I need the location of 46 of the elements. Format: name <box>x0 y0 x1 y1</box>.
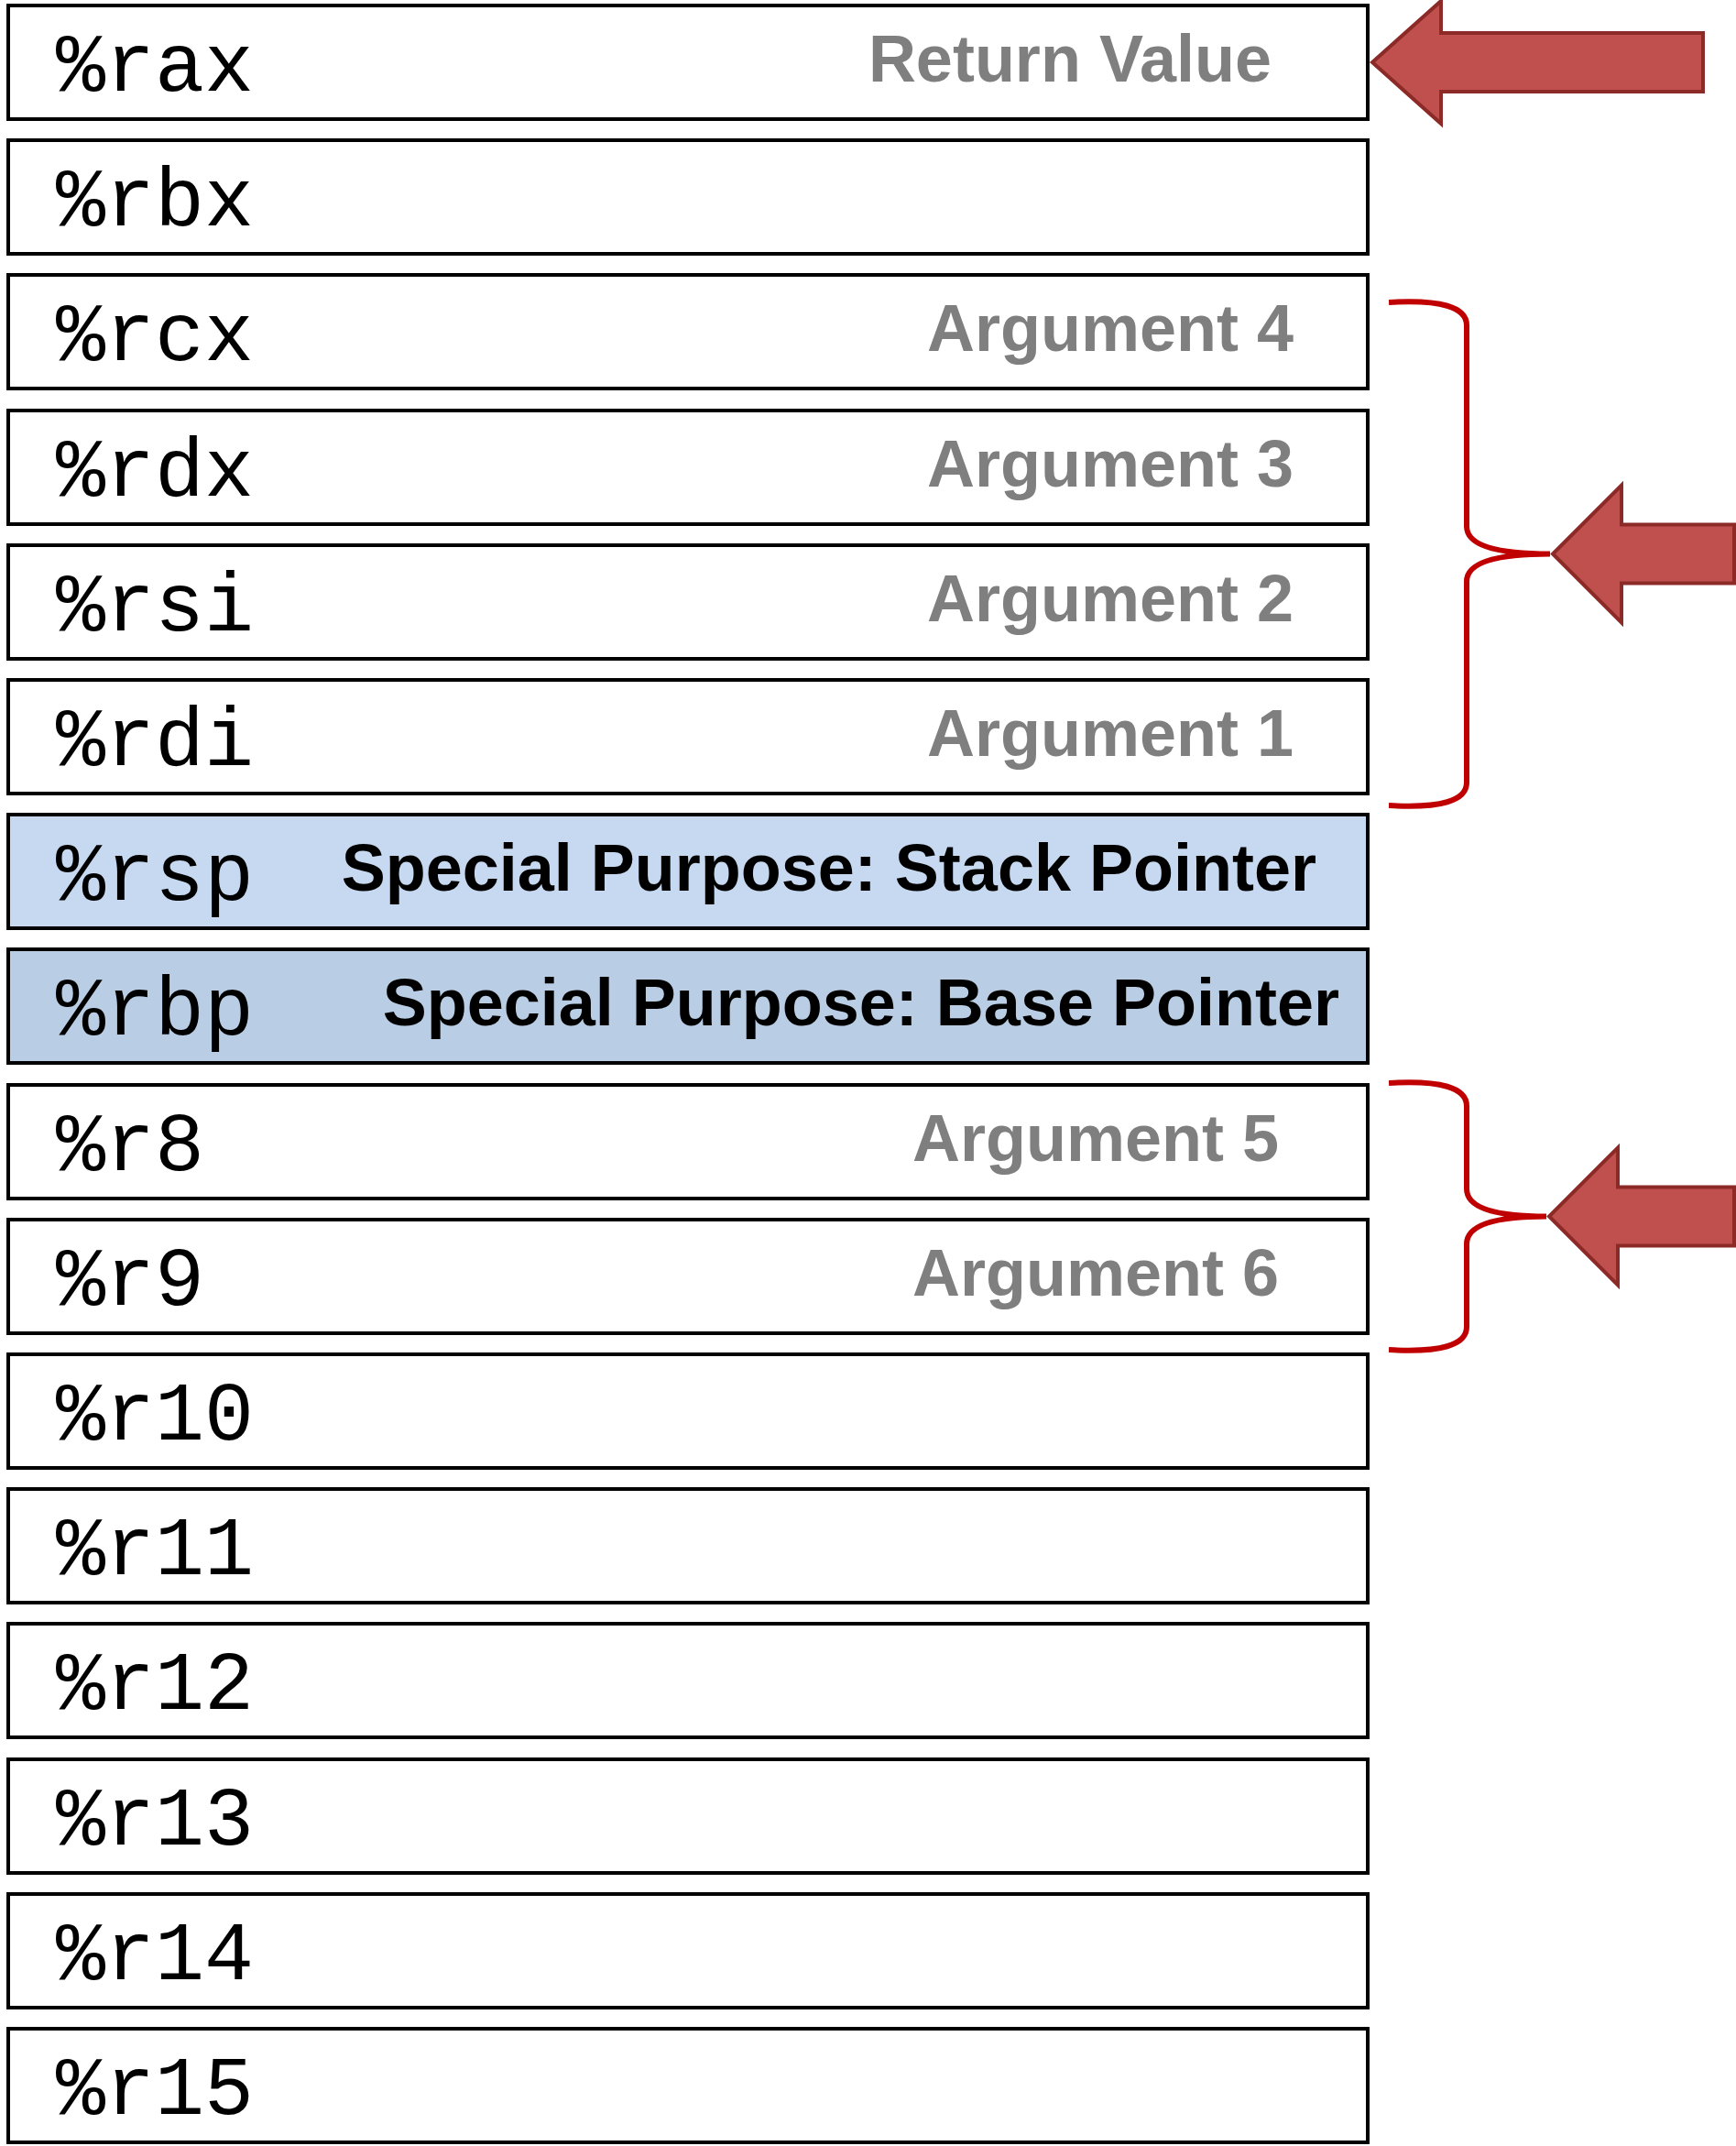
register-name: %rbx <box>55 156 255 251</box>
register-name: %r14 <box>55 1909 255 2004</box>
register-box <box>6 1082 1370 1200</box>
register-name: %rax <box>55 21 255 115</box>
register-box <box>6 1622 1370 1740</box>
register-name: %rsp <box>55 830 255 925</box>
highlighted-register-box <box>6 813 1370 931</box>
block-arrow <box>1370 0 1705 128</box>
register-name: %r15 <box>55 2044 255 2139</box>
register-name: %r10 <box>55 1370 255 1464</box>
register-box <box>6 138 1370 257</box>
register-role-label: Argument 3 <box>926 425 1294 502</box>
register-name: %rsi <box>55 560 255 655</box>
register-name: %r9 <box>55 1234 205 1330</box>
register-box <box>6 1352 1370 1470</box>
register-box <box>6 1217 1370 1335</box>
register-box <box>6 4 1370 121</box>
block-arrow <box>1550 480 1736 628</box>
register-name: %rbp <box>55 965 255 1060</box>
register-role-label: Argument 4 <box>926 290 1294 367</box>
register-name: %r12 <box>55 1639 255 1735</box>
register-box <box>6 1487 1370 1605</box>
register-box <box>6 542 1370 661</box>
register-role-label: Special Purpose: Base Pointer <box>382 965 1340 1042</box>
curly-brace <box>1389 1078 1546 1354</box>
register-box <box>6 273 1370 391</box>
register-box <box>6 408 1370 526</box>
curly-brace <box>1389 298 1550 810</box>
register-role-label: Argument 1 <box>926 695 1294 772</box>
register-name: %rcx <box>55 290 255 386</box>
register-role-label: Argument 2 <box>926 560 1294 637</box>
register-name: %r13 <box>55 1774 255 1869</box>
register-role-label: Argument 6 <box>912 1234 1280 1311</box>
register-box <box>6 678 1370 795</box>
register-name: %rdx <box>55 425 255 520</box>
register-box <box>6 1757 1370 1875</box>
register-role-label: Return Value <box>868 21 1272 97</box>
register-box <box>6 1891 1370 2009</box>
highlighted-register-box <box>6 947 1370 1066</box>
register-name: %rdi <box>55 695 255 790</box>
register-name: %r8 <box>55 1100 205 1195</box>
register-box <box>6 2027 1370 2144</box>
register-name: %r11 <box>55 1505 255 1600</box>
register-role-label: Special Purpose: Stack Pointer <box>341 830 1317 907</box>
block-arrow <box>1546 1143 1736 1290</box>
register-role-label: Argument 5 <box>912 1100 1280 1177</box>
